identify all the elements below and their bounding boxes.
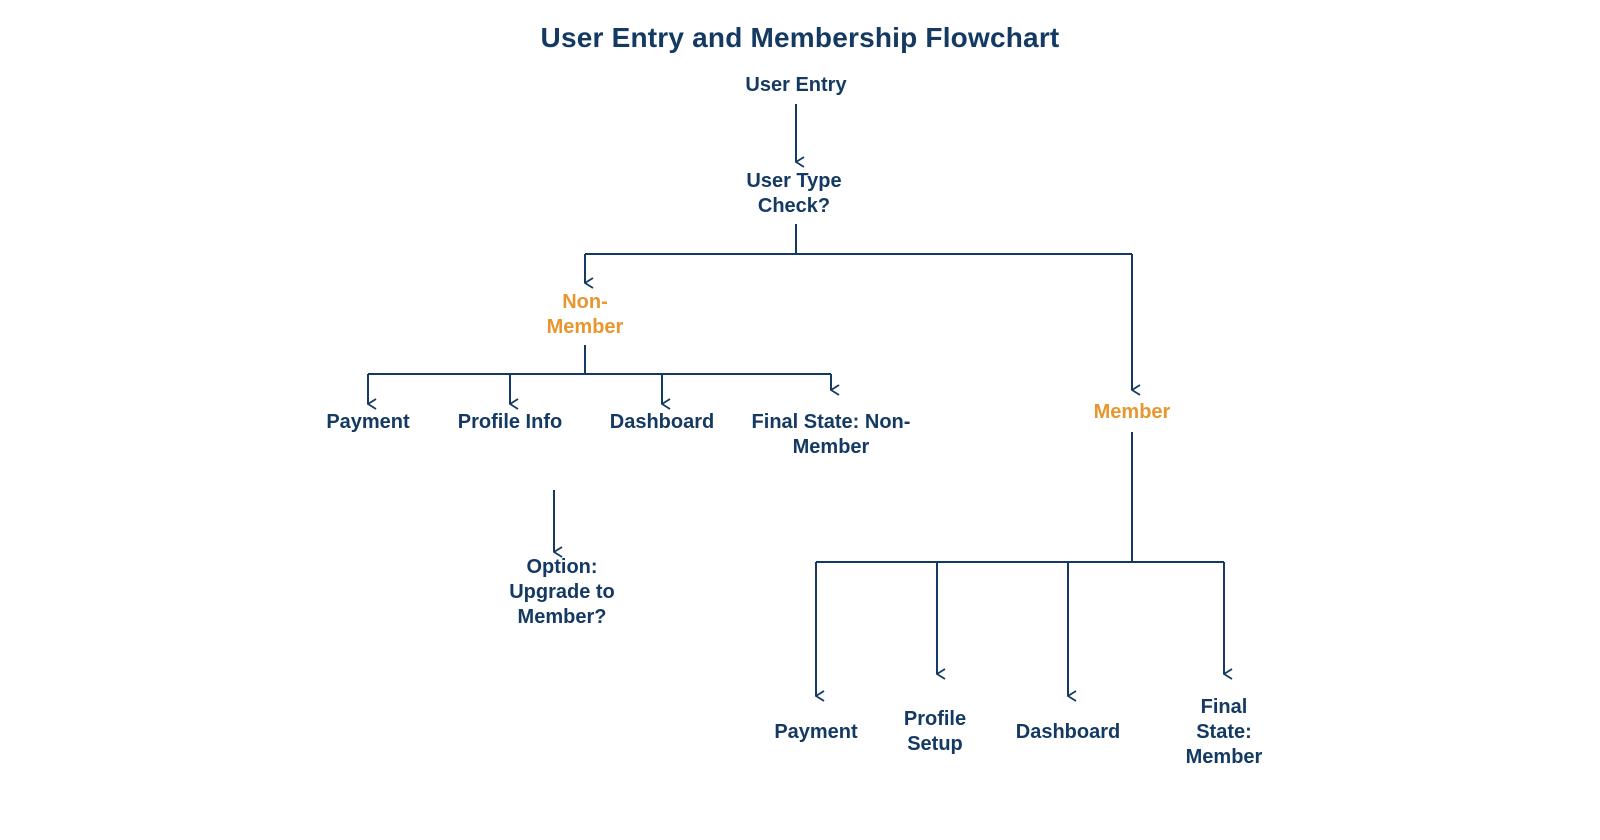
node-nm-final-state: Final State: Non- Member <box>751 411 911 458</box>
node-member: Member <box>1093 401 1171 423</box>
node-m-payment: Payment <box>774 721 858 743</box>
node-m-final-state: Final State: Member <box>1185 696 1263 768</box>
node-nm-payment: Payment <box>326 411 410 433</box>
node-m-profile-setup: Profile Setup <box>903 708 967 755</box>
node-nm-profile-info: Profile Info <box>457 411 563 433</box>
diagram-title: User Entry and Membership Flowchart <box>540 22 1060 53</box>
node-user-entry: User Entry <box>745 74 847 96</box>
node-nm-dashboard: Dashboard <box>609 411 715 433</box>
node-non-member: Non- Member <box>546 291 624 338</box>
node-nm-upgrade-option: Option: Upgrade to Member? <box>509 556 615 628</box>
node-user-type-check: User Type Check? <box>746 170 842 217</box>
node-m-dashboard: Dashboard <box>1015 721 1121 743</box>
